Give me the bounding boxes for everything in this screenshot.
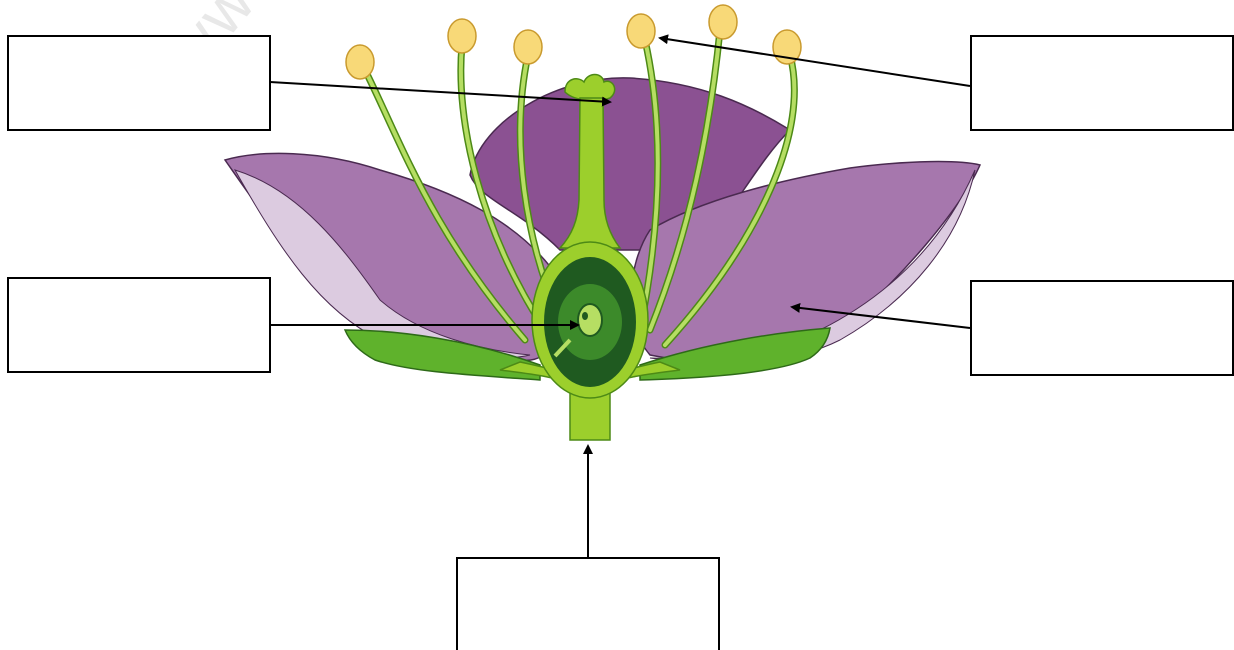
- anthers: [345, 4, 802, 80]
- style: [558, 97, 622, 249]
- left-petal-inner: [233, 169, 531, 360]
- label-text-bottom: [458, 559, 718, 650]
- label-box-bottom[interactable]: [456, 557, 720, 650]
- stamen-filaments-fill: [363, 28, 797, 347]
- ovule-stalk: [553, 338, 572, 358]
- label-text-top-left: [9, 37, 269, 129]
- ovule-nucleus: [582, 312, 588, 320]
- ovule: [577, 303, 603, 337]
- label-text-middle-right: [972, 282, 1232, 374]
- label-box-middle-right[interactable]: [970, 280, 1234, 376]
- right-petal: [630, 160, 982, 363]
- label-box-top-right[interactable]: [970, 35, 1234, 131]
- label-box-top-left[interactable]: [7, 35, 271, 131]
- label-box-middle-left[interactable]: [7, 277, 271, 373]
- label-text-top-right: [972, 37, 1232, 129]
- label-text-middle-left: [9, 279, 269, 371]
- right-sepal: [639, 327, 831, 381]
- pointer-arrows: [269, 34, 971, 558]
- left-sepal: [343, 329, 541, 381]
- right-petal-inner: [649, 169, 976, 364]
